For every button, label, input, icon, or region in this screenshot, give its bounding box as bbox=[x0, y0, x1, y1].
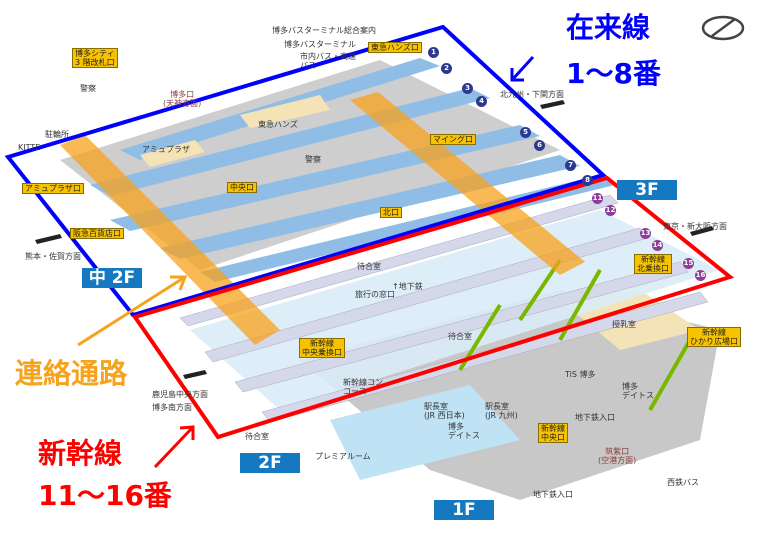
floor-badge-3f: 3F bbox=[617, 180, 677, 200]
platform-number: 12 bbox=[605, 205, 616, 216]
platform-number: 3 bbox=[462, 83, 473, 94]
floor-badge-2f: 2F bbox=[240, 453, 300, 473]
gate-label: 新幹線 中央乗換口 bbox=[299, 338, 345, 359]
place-label: 博多南方面 bbox=[152, 403, 192, 412]
platform-number: 7 bbox=[565, 160, 576, 171]
place-label: 地下鉄入口 bbox=[533, 490, 573, 499]
place-label: 西鉄バス bbox=[667, 478, 699, 487]
place-label: 博多口 (天神方面) bbox=[163, 90, 202, 109]
gate-label: アミュプラザ口 bbox=[22, 183, 84, 195]
place-label: ↑地下鉄 bbox=[392, 282, 423, 291]
place-label: 東京・新大阪方面 bbox=[663, 222, 727, 231]
place-label: 駅長室 (JR 西日本) bbox=[424, 402, 465, 421]
floor-badge-1f: 1F bbox=[434, 500, 494, 520]
gate-label: 阪急百貨店口 bbox=[70, 228, 124, 240]
platform-number: 2 bbox=[441, 63, 452, 74]
arrow-shinkansen bbox=[153, 425, 195, 469]
arrow-conventional bbox=[510, 55, 535, 82]
shinkansen-outline bbox=[131, 175, 735, 440]
place-label: 待合室 bbox=[448, 332, 472, 341]
place-label: 東急ハンズ bbox=[258, 120, 298, 129]
platform-number: 15 bbox=[683, 258, 694, 269]
place-label: 博多 デイトス bbox=[448, 422, 480, 441]
place-label: 待合室 bbox=[357, 262, 381, 271]
place-label: アミュプラザ bbox=[142, 145, 190, 154]
shinkansen-title: 新幹線 bbox=[38, 437, 123, 470]
gate-label: 北口 bbox=[380, 207, 402, 219]
platform-number: 4 bbox=[476, 96, 487, 107]
platform-number: 1 bbox=[428, 47, 439, 58]
place-label: 博多バスターミナル総合案内 bbox=[272, 26, 376, 35]
passage-band-east bbox=[350, 92, 585, 275]
place-label: 駐輪所 bbox=[45, 130, 69, 139]
conventional-platforms-label: 1〜8番 bbox=[566, 57, 661, 90]
place-label: 授乳室 bbox=[612, 320, 636, 329]
passage-label: 連絡通路 bbox=[15, 357, 128, 390]
platform-number: 14 bbox=[652, 240, 663, 251]
gate-label: 中央口 bbox=[227, 182, 257, 194]
platform-number: 8 bbox=[582, 175, 593, 186]
place-label: TiS 博多 bbox=[565, 370, 596, 379]
place-label: 博多 デイトス bbox=[622, 382, 654, 401]
north-compass-icon bbox=[701, 15, 745, 41]
place-label: 新幹線コンコース bbox=[343, 378, 383, 397]
place-label: 警察 bbox=[305, 155, 321, 164]
conventional-lines-title: 在来線 bbox=[566, 11, 651, 44]
place-label: 筑紫口 (空港方面) bbox=[598, 447, 637, 466]
platform-number: 16 bbox=[695, 270, 706, 281]
platform-number: 13 bbox=[640, 228, 651, 239]
floor-badge-mid-2f: 中 2F bbox=[82, 268, 142, 288]
arrow-passage bbox=[77, 275, 188, 347]
place-label: 市内バス・高速バス bbox=[300, 52, 356, 71]
gate-label: 新幹線 ひかり広場口 bbox=[687, 327, 741, 348]
place-label: 鹿児島中央方面 bbox=[152, 390, 208, 399]
place-label: KITTE bbox=[18, 143, 41, 152]
place-label: 駅長室 (JR 九州) bbox=[485, 402, 518, 421]
gate-label: 東急ハンズ口 bbox=[368, 42, 422, 54]
place-label: 博多バスターミナル bbox=[284, 40, 356, 49]
place-label: 旅行の窓口 bbox=[355, 290, 395, 299]
place-label: 待合室 bbox=[245, 432, 269, 441]
platform-number: 11 bbox=[592, 193, 603, 204]
gate-label: 新幹線 中央口 bbox=[538, 423, 568, 444]
place-label: 地下鉄入口 bbox=[575, 413, 615, 422]
gate-label: 博多シティ 3 階改札口 bbox=[72, 48, 118, 69]
place-label: プレミアルーム bbox=[315, 452, 371, 461]
platform-number: 6 bbox=[534, 140, 545, 151]
place-label: 警察 bbox=[80, 84, 96, 93]
gate-label: マイング口 bbox=[430, 134, 476, 146]
place-label: 熊本・佐賀方面 bbox=[25, 252, 81, 261]
shinkansen-platforms-label: 11〜16番 bbox=[38, 479, 172, 512]
platform-number: 5 bbox=[520, 127, 531, 138]
gate-label: 新幹線 北乗換口 bbox=[634, 254, 672, 275]
place-label: 北九州・下関方面 bbox=[500, 90, 564, 99]
conventional-lines-outline bbox=[4, 24, 607, 318]
